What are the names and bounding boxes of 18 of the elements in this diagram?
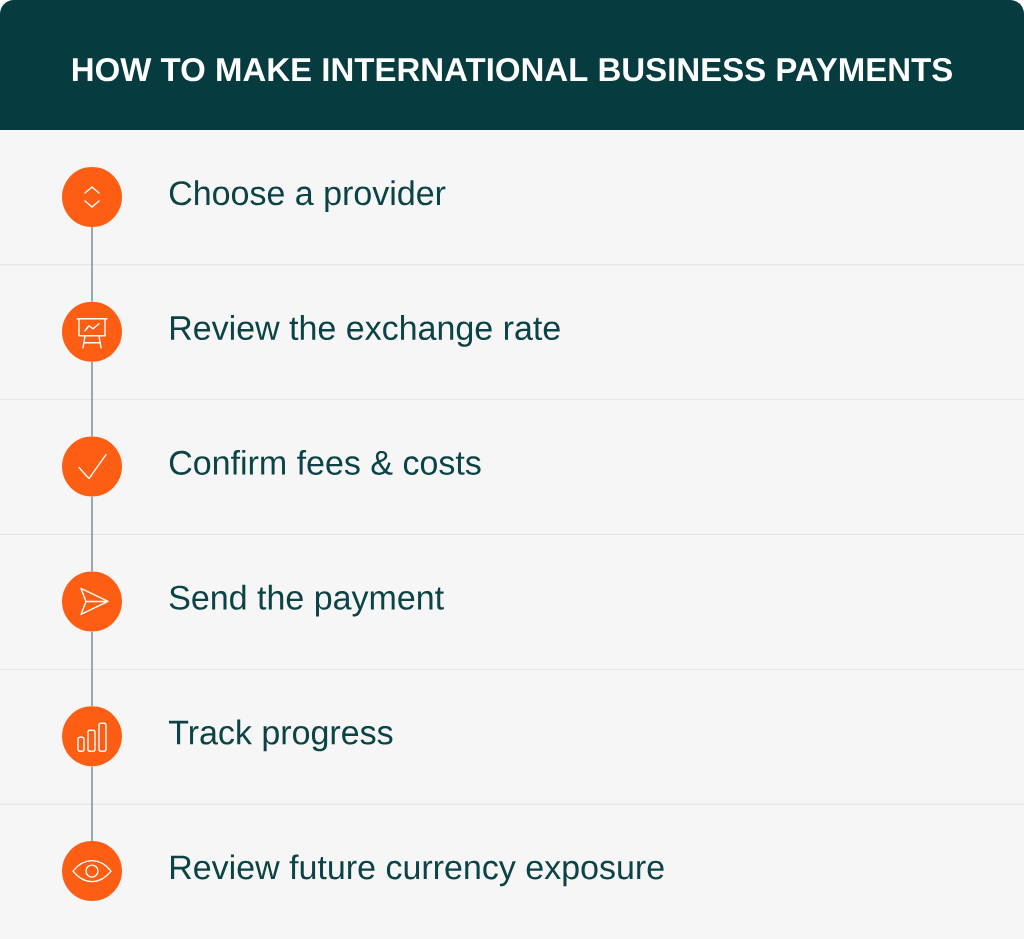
step-row: Track progress — [0, 668, 1024, 805]
node-label: Review future currency exposure — [171, 854, 664, 887]
node-label: Track progress — [168, 719, 393, 752]
connector-line — [91, 361, 93, 438]
step-row: Review future currency exposure — [0, 803, 1024, 939]
step-row: Review the exchange rate — [0, 264, 1024, 400]
step-row: Confirm fees & costs — [0, 399, 1024, 535]
step-row: Send the payment — [0, 534, 1024, 670]
header-bar: HOW TO MAKE INTERNATIONAL BUSINESS PAYMENTS — [0, 0, 1024, 130]
connector-line — [91, 496, 93, 572]
node-label: Choose a provider — [169, 180, 446, 212]
connector-line — [91, 226, 93, 303]
connector-line — [91, 631, 93, 707]
connector-line — [91, 765, 93, 842]
step-row: Choose a provider — [0, 130, 1024, 265]
node-label: Confirm fees & costs — [169, 449, 481, 475]
node-label: Send the payment — [169, 584, 444, 617]
node-label: Review the exchange rate — [171, 315, 560, 347]
